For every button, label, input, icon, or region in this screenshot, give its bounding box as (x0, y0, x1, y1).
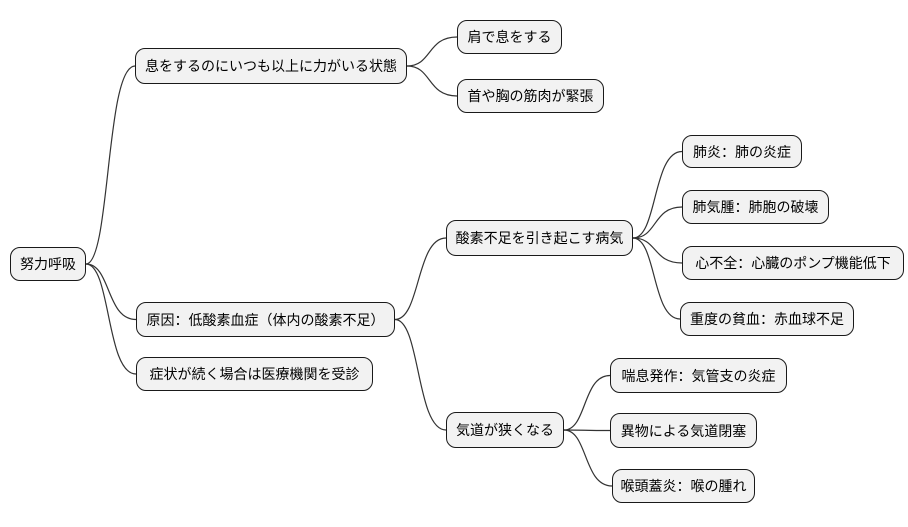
edge-state-to-neck (406, 65, 458, 97)
edge-airway-to-asthma (563, 374, 611, 431)
mindmap-node-cause: 原因：低酸素血症（体内の酸素不足） (136, 302, 395, 337)
edge-oxygen-diseases-to-anemia (632, 237, 681, 320)
mindmap-node-heart-failure: 心不全：心臓のポンプ機能低下 (682, 246, 904, 280)
mindmap-node-pneumonia: 肺炎：肺の炎症 (682, 135, 802, 168)
edge-oxygen-diseases-to-heart-failure (632, 237, 683, 264)
mindmap-node-neck: 首や胸の筋肉が緊張 (457, 79, 604, 113)
edge-oxygen-diseases-to-pneumonia (632, 150, 683, 239)
edge-cause-to-oxygen-diseases (394, 237, 447, 321)
edge-airway-to-foreign-body (563, 429, 611, 432)
edge-cause-to-airway (394, 318, 447, 431)
edge-root-to-cause (85, 263, 137, 321)
mindmap-node-seek-care: 症状が続く場合は医療機関を受診 (136, 357, 373, 391)
mindmap-node-airway: 気道が狭くなる (446, 412, 564, 448)
edge-root-to-seek-care (85, 263, 137, 375)
mindmap-node-shoulder: 肩で息をする (457, 20, 562, 54)
edge-state-to-shoulder (406, 36, 458, 67)
mindmap-node-epiglottitis: 喉頭蓋炎：喉の腫れ (612, 469, 755, 503)
mindmap-node-asthma: 喘息発作：気管支の炎症 (610, 358, 787, 393)
edge-root-to-state (85, 65, 136, 265)
mindmap-node-state: 息をするのにいつも以上に力がいる状態 (135, 48, 407, 84)
edge-oxygen-diseases-to-emphysema (632, 206, 683, 239)
mindmap-node-oxygen-diseases: 酸素不足を引き起こす病気 (446, 220, 633, 256)
mindmap-node-root: 努力呼吸 (10, 247, 86, 281)
mindmap-node-anemia: 重度の貧血：赤血球不足 (680, 302, 854, 336)
edge-airway-to-epiglottitis (563, 429, 613, 487)
mindmap-node-foreign-body: 異物による気道閉塞 (610, 413, 757, 448)
mindmap-node-emphysema: 肺気腫：肺胞の破壊 (682, 190, 829, 224)
